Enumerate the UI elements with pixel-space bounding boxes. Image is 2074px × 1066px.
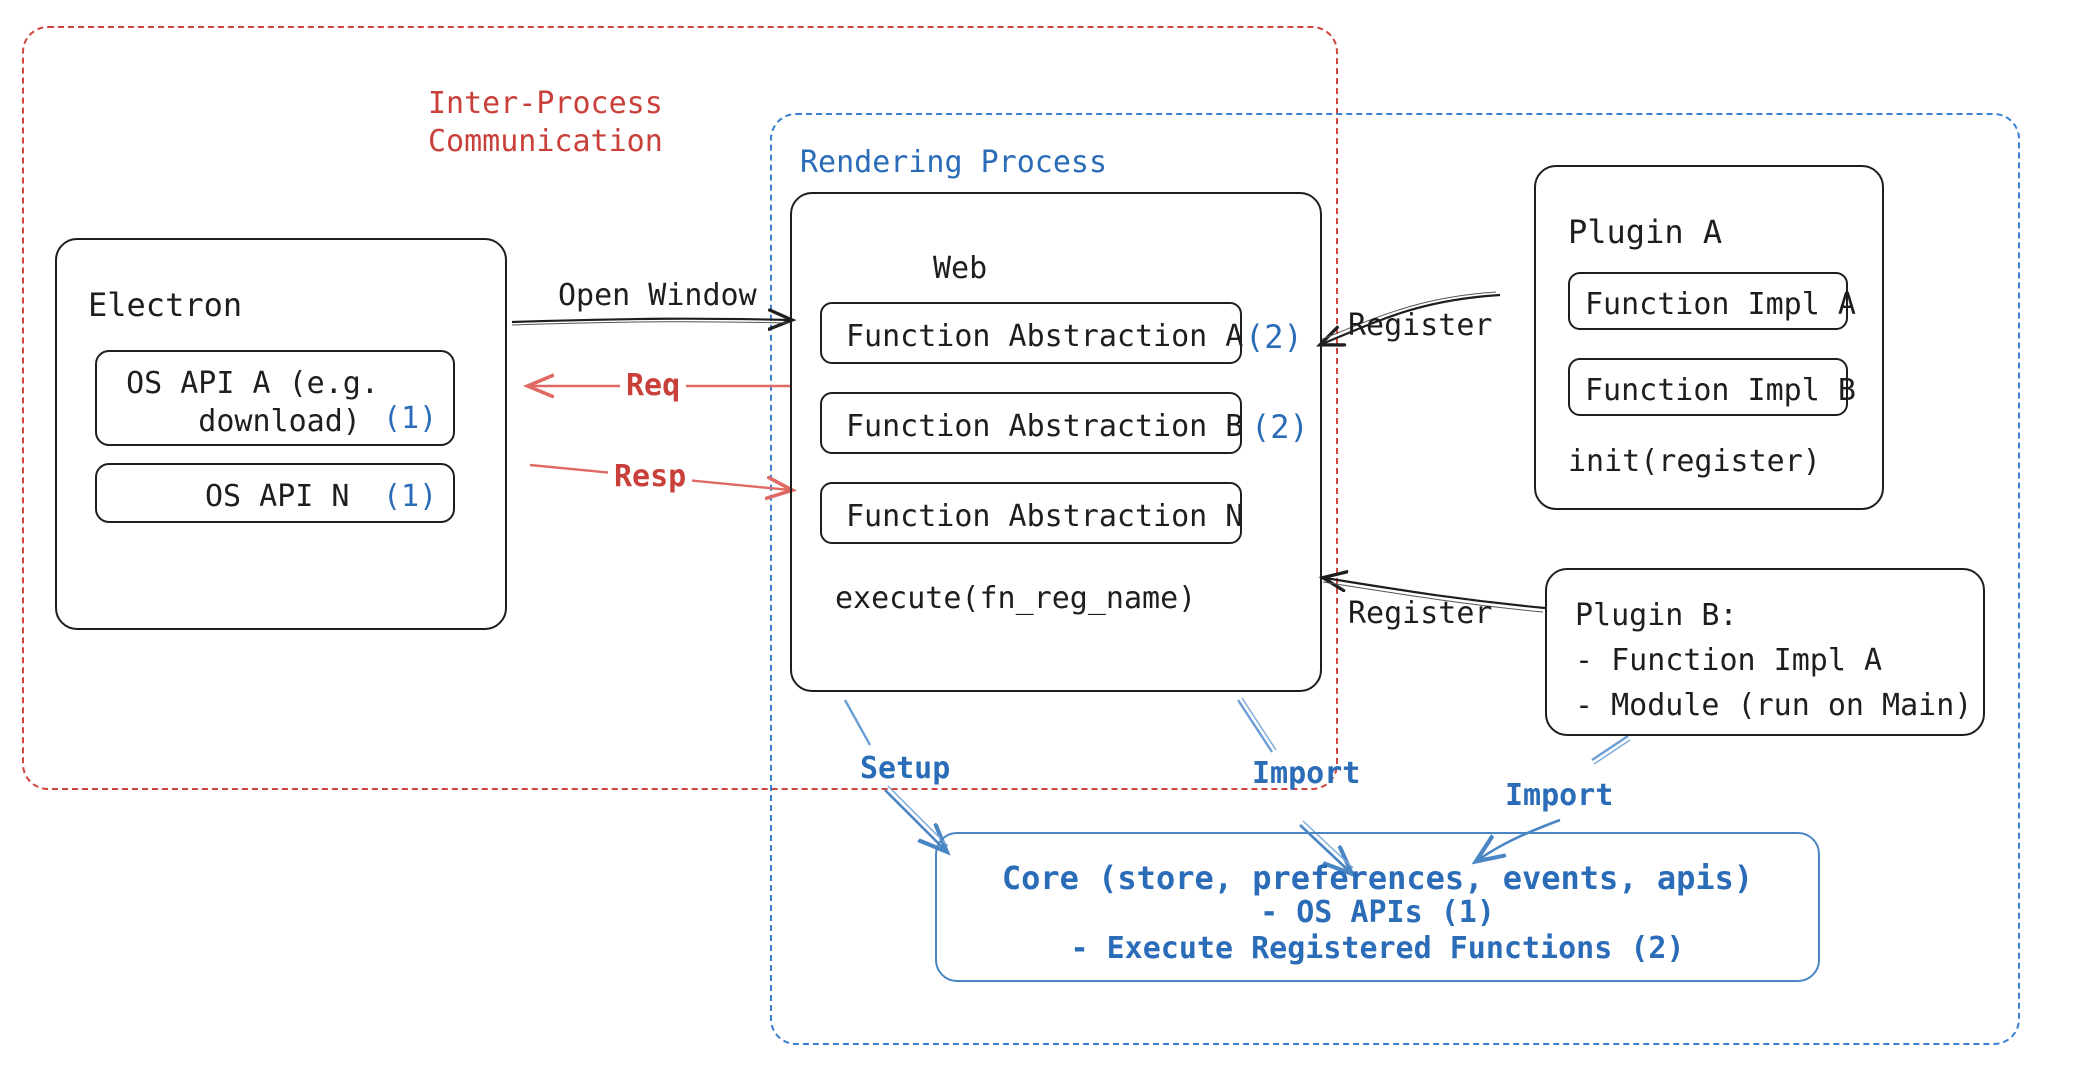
- function-abstraction-n-label: Function Abstraction N: [846, 499, 1244, 534]
- plugin-a-impl-a-label: Function Impl A: [1585, 287, 1856, 322]
- function-abstraction-a-label: Function Abstraction A: [846, 319, 1244, 354]
- edge-label-resp: Resp: [608, 458, 693, 497]
- edge-label-req: Req: [620, 367, 687, 406]
- core-line-1: - OS APIs (1): [1260, 895, 1495, 930]
- plugin-b-box[interactable]: [1545, 568, 1985, 736]
- edge-label-register-plugin-b: Register: [1348, 596, 1493, 631]
- electron-box[interactable]: [55, 238, 507, 630]
- function-abstraction-b-marker: (2): [1251, 408, 1309, 446]
- function-abstraction-n-box[interactable]: [820, 482, 1242, 544]
- plugin-b-line-1: - Function Impl A: [1575, 643, 1883, 678]
- plugin-a-impl-a-box[interactable]: [1568, 272, 1848, 330]
- plugin-b-line-0: Plugin B:: [1575, 598, 1738, 633]
- core-line-2: - Execute Registered Functions (2): [1070, 931, 1685, 966]
- rendering-process-boundary-region: [770, 113, 2020, 1045]
- rendering-process-title: Rendering Process: [800, 145, 1108, 180]
- electron-api-n-marker: (1): [383, 479, 438, 514]
- electron-api-a-label: OS API A (e.g. download): [126, 366, 379, 440]
- function-abstraction-b-label: Function Abstraction B: [846, 409, 1244, 444]
- function-abstraction-a-box[interactable]: [820, 302, 1242, 364]
- plugin-a-impl-b-box[interactable]: [1568, 358, 1848, 416]
- electron-api-n-label: OS API N: [205, 479, 350, 514]
- function-abstraction-b-box[interactable]: [820, 392, 1242, 454]
- electron-api-a-box[interactable]: [95, 350, 455, 446]
- electron-api-n-box[interactable]: [95, 463, 455, 523]
- edge-label-open-window: Open Window: [558, 278, 757, 313]
- plugin-b-line-2: - Module (run on Main): [1575, 688, 1973, 723]
- edge-label-setup: Setup: [860, 751, 951, 786]
- edge-label-register-plugin-a: Register: [1348, 308, 1493, 343]
- ipc-boundary-region: [22, 26, 1338, 790]
- function-abstraction-a-marker: (2): [1245, 318, 1303, 356]
- plugin-a-impl-b-label: Function Impl B: [1585, 373, 1856, 408]
- ipc-title: Inter-Process Communication: [428, 86, 663, 160]
- core-box[interactable]: [935, 832, 1820, 982]
- electron-title: Electron: [88, 286, 243, 324]
- web-title: Web: [933, 251, 988, 286]
- web-execute-label: execute(fn_reg_name): [835, 581, 1197, 616]
- plugin-a-title: Plugin A: [1568, 213, 1723, 251]
- edge-label-import-web: Import: [1252, 756, 1361, 791]
- plugin-a-init-label: init(register): [1568, 444, 1821, 479]
- web-box[interactable]: [790, 192, 1322, 692]
- core-line-0: Core (store, preferences, events, apis): [1001, 859, 1754, 897]
- edge-label-import-plugin: Import: [1505, 778, 1614, 813]
- plugin-a-box[interactable]: [1534, 165, 1884, 510]
- electron-api-a-marker: (1): [383, 401, 438, 436]
